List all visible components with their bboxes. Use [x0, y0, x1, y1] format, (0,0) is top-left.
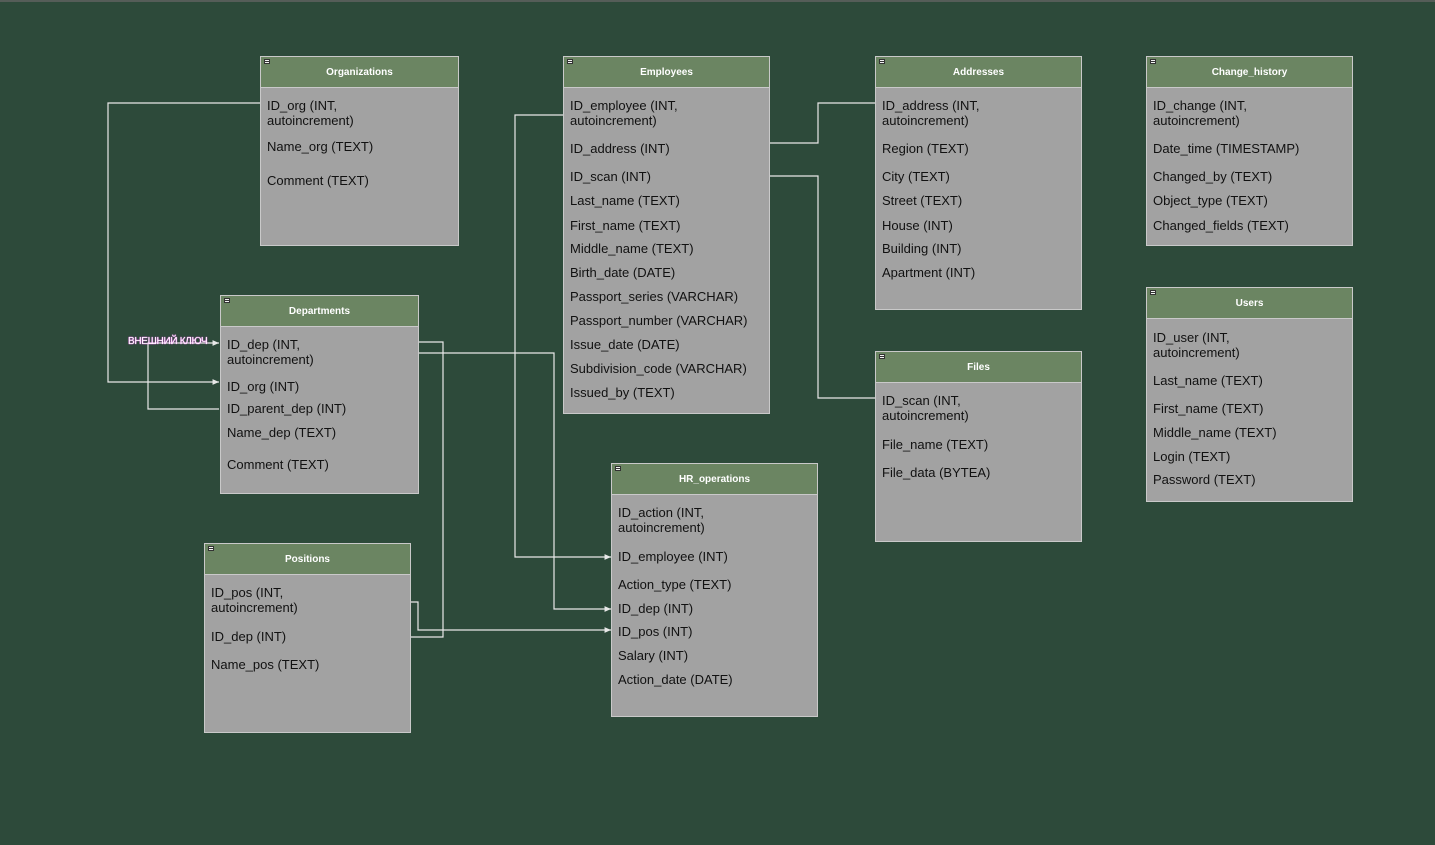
- link-position-to-hr: [403, 601, 611, 633]
- table-organizations[interactable]: Organizations ID_org (INT, autoincrement…: [260, 56, 459, 246]
- field-name-dep: Name_dep (TEXT): [227, 425, 337, 440]
- table-employees[interactable]: Employees ID_employee (INT, autoincremen…: [563, 56, 770, 414]
- table-employees-title: Employees: [640, 66, 693, 78]
- table-organizations-header[interactable]: Organizations: [261, 57, 458, 88]
- field-street: Street (TEXT): [882, 193, 963, 208]
- field-file-name: File_name (TEXT): [882, 437, 989, 452]
- canvas-top-border: [0, 0, 1435, 2]
- field-changed-by: Changed_by (TEXT): [1153, 169, 1273, 184]
- table-addresses[interactable]: Addresses ID_address (INT, autoincrement…: [875, 56, 1082, 310]
- field-apartment: Apartment (INT): [882, 265, 976, 280]
- table-employees-header[interactable]: Employees: [564, 57, 769, 88]
- field-id-address: ID_address (INT, autoincrement): [882, 98, 980, 128]
- field-passport-series: Passport_series (VARCHAR): [570, 289, 739, 304]
- field-id-org: ID_org (INT): [227, 379, 300, 394]
- table-hr-operations-title: HR_operations: [678, 473, 751, 485]
- field-id-pos: ID_pos (INT, autoincrement): [211, 585, 298, 615]
- field-id-scan: ID_scan (INT, autoincrement): [882, 393, 969, 423]
- field-birth-date: Birth_date (DATE): [570, 265, 676, 280]
- table-change-history-title: Change_history: [1211, 66, 1288, 78]
- field-id-org: ID_org (INT, autoincrement): [267, 98, 354, 128]
- field-id-dep: ID_dep (INT): [211, 629, 287, 644]
- collapse-icon[interactable]: [1150, 290, 1156, 295]
- field-last-name: Last_name (TEXT): [1153, 373, 1263, 388]
- field-date-time: Date_time (TIMESTAMP): [1153, 141, 1300, 156]
- table-users-header[interactable]: Users: [1147, 288, 1352, 319]
- field-id-parent-dep: ID_parent_dep (INT): [227, 401, 347, 416]
- table-hr-operations[interactable]: HR_operations ID_action (INT, autoincrem…: [611, 463, 818, 717]
- field-id-pos: ID_pos (INT): [618, 624, 693, 639]
- field-subdivision-code: Subdivision_code (VARCHAR): [570, 361, 747, 376]
- table-addresses-header[interactable]: Addresses: [876, 57, 1081, 88]
- field-issue-date: Issue_date (DATE): [570, 337, 680, 352]
- collapse-icon[interactable]: [1150, 59, 1156, 64]
- table-departments-title: Departments: [288, 305, 351, 317]
- collapse-icon[interactable]: [879, 59, 885, 64]
- field-id-action: ID_action (INT, autoincrement): [618, 505, 705, 535]
- field-id-employee: ID_employee (INT): [618, 549, 728, 564]
- table-change-history-header[interactable]: Change_history: [1147, 57, 1352, 88]
- field-name-pos: Name_pos (TEXT): [211, 657, 320, 672]
- link-dep-to-hr: [410, 352, 611, 612]
- collapse-icon[interactable]: [879, 354, 885, 359]
- field-id-user: ID_user (INT, autoincrement): [1153, 330, 1240, 360]
- link-org-to-department: [107, 102, 260, 385]
- field-action-type: Action_type (TEXT): [618, 577, 732, 592]
- table-users-title: Users: [1235, 297, 1264, 309]
- collapse-icon[interactable]: [264, 59, 270, 64]
- link-scan-to-employee: [763, 173, 875, 399]
- table-departments-header[interactable]: Departments: [221, 296, 418, 327]
- field-file-data: File_data (BYTEA): [882, 465, 991, 480]
- field-middle-name: Middle_name (TEXT): [1153, 425, 1277, 440]
- field-salary: Salary (INT): [618, 648, 689, 663]
- table-positions-header[interactable]: Positions: [205, 544, 410, 575]
- table-files-title: Files: [967, 361, 990, 373]
- table-users[interactable]: Users ID_user (INT, autoincrement) Last_…: [1146, 287, 1353, 502]
- collapse-icon[interactable]: [567, 59, 573, 64]
- field-issued-by: Issued_by (TEXT): [570, 385, 675, 400]
- field-passport-number: Passport_number (VARCHAR): [570, 313, 748, 328]
- field-name-org: Name_org (TEXT): [267, 139, 374, 154]
- table-files[interactable]: Files ID_scan (INT, autoincrement) File_…: [875, 351, 1082, 542]
- link-dep-parent-self: [147, 340, 219, 410]
- field-last-name: Last_name (TEXT): [570, 193, 680, 208]
- field-id-change: ID_change (INT, autoincrement): [1153, 98, 1247, 128]
- field-id-employee: ID_employee (INT, autoincrement): [570, 98, 678, 128]
- link-employee-to-hr: [514, 114, 611, 560]
- field-object-type: Object_type (TEXT): [1153, 193, 1268, 208]
- field-id-scan: ID_scan (INT): [570, 169, 651, 184]
- field-building: Building (INT): [882, 241, 962, 256]
- field-login: Login (TEXT): [1153, 449, 1231, 464]
- field-action-date: Action_date (DATE): [618, 672, 733, 687]
- field-password: Password (TEXT): [1153, 472, 1256, 487]
- collapse-icon[interactable]: [615, 466, 621, 471]
- collapse-icon[interactable]: [224, 298, 230, 303]
- field-region: Region (TEXT): [882, 141, 969, 156]
- table-addresses-title: Addresses: [952, 66, 1005, 78]
- field-comment: Comment (TEXT): [227, 457, 329, 472]
- table-hr-operations-header[interactable]: HR_operations: [612, 464, 817, 495]
- table-files-header[interactable]: Files: [876, 352, 1081, 383]
- field-comment: Comment (TEXT): [267, 173, 369, 188]
- field-first-name: First_name (TEXT): [570, 218, 681, 233]
- foreign-key-label: ВНЕШНИЙ КЛЮЧ: [128, 336, 208, 347]
- table-change-history[interactable]: Change_history ID_change (INT, autoincre…: [1146, 56, 1353, 246]
- link-address-to-employee: [755, 102, 875, 146]
- table-organizations-title: Organizations: [326, 66, 393, 78]
- field-first-name: First_name (TEXT): [1153, 401, 1264, 416]
- field-city: City (TEXT): [882, 169, 950, 184]
- table-departments[interactable]: Departments ID_dep (INT, autoincrement) …: [220, 295, 419, 494]
- field-changed-fields: Changed_fields (TEXT): [1153, 218, 1289, 233]
- field-middle-name: Middle_name (TEXT): [570, 241, 694, 256]
- field-id-dep: ID_dep (INT, autoincrement): [227, 337, 314, 367]
- field-id-dep: ID_dep (INT): [618, 601, 694, 616]
- table-positions-title: Positions: [284, 553, 330, 565]
- field-id-address: ID_address (INT): [570, 141, 670, 156]
- collapse-icon[interactable]: [208, 546, 214, 551]
- field-house: House (INT): [882, 218, 953, 233]
- table-positions[interactable]: Positions ID_pos (INT, autoincrement) ID…: [204, 543, 411, 733]
